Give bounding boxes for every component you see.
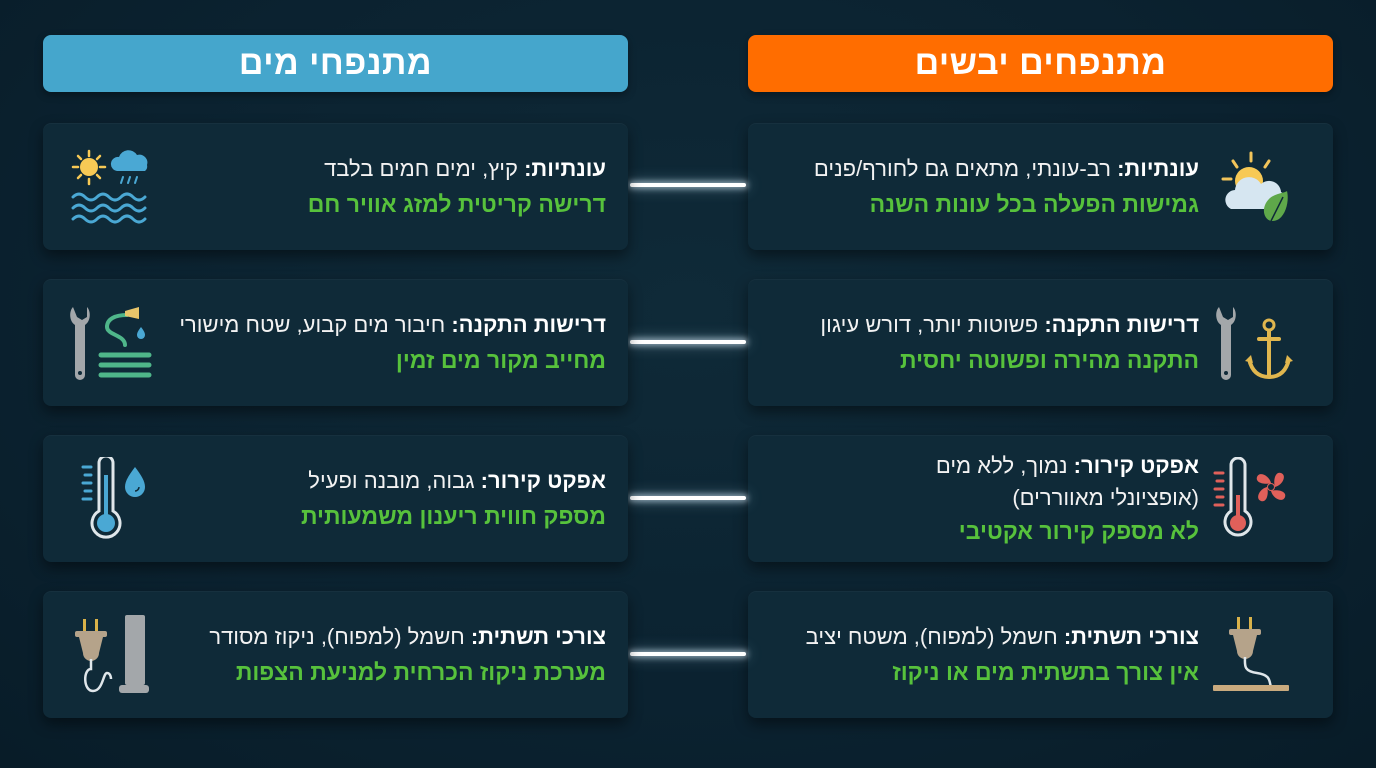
- water-installation-value: חיבור מים קבוע, שטח מישורי: [179, 311, 452, 337]
- dry-cooling-text: אפקט קירור: נמוך, ללא מים (אופציונלי מאו…: [936, 452, 1199, 546]
- dry-inflatables-header: מתנפחים יבשים: [748, 35, 1333, 92]
- water-seasonality-card: עונתיות: קיץ, ימים חמים בלבד דרישה קריטי…: [43, 123, 628, 250]
- plug-drain-icon: [63, 607, 159, 703]
- dry-installation-detail: דרישות התקנה: פשוטות יותר, דורש עיגון: [820, 311, 1199, 339]
- water-cooling-text: אפקט קירור: גבוה, מובנה ופעיל מספק חווית…: [301, 467, 606, 531]
- dry-cooling-label: אפקט קירור:: [1073, 452, 1199, 478]
- water-infrastructure-label: צורכי תשתית:: [470, 623, 606, 649]
- water-cooling-label: אפקט קירור:: [480, 467, 606, 493]
- water-cooling-highlight: מספק חווית ריענון משמעותית: [300, 502, 606, 529]
- dry-infrastructure-label: צורכי תשתית:: [1063, 623, 1199, 649]
- connector-line-installation: [630, 340, 746, 344]
- water-infrastructure-value: חשמל (למפוח), ניקוז מסודר: [209, 623, 471, 649]
- dry-seasonality-card: עונתיות: רב-עונתי, מתאים גם לחורף/פנים ג…: [748, 123, 1333, 250]
- water-seasonality-detail: עונתיות: קיץ, ימים חמים בלבד: [308, 155, 606, 183]
- dry-header-label: מתנפחים יבשים: [914, 44, 1167, 82]
- water-infrastructure-detail: צורכי תשתית: חשמל (למפוח), ניקוז מסודר: [209, 623, 606, 651]
- water-installation-label: דרישות התקנה:: [451, 311, 606, 337]
- water-installation-detail: דרישות התקנה: חיבור מים קבוע, שטח מישורי: [179, 311, 606, 339]
- dry-installation-highlight: התקנה מהירה ופשוטה יחסית: [900, 346, 1199, 373]
- sun-rain-waves-icon: [63, 139, 159, 235]
- sun-cloud-leaf-icon: [1203, 139, 1299, 235]
- dry-infrastructure-value: חשמל (למפוח), משטח יציב: [805, 623, 1064, 649]
- water-infrastructure-text: צורכי תשתית: חשמל (למפוח), ניקוז מסודר מ…: [209, 623, 606, 687]
- connector-line-cooling: [630, 496, 746, 500]
- dry-seasonality-value: רב-עונתי, מתאים גם לחורף/פנים: [813, 155, 1118, 181]
- dry-cooling-detail-note: (אופציונלי מאווררים): [1012, 484, 1199, 510]
- dry-infrastructure-text: צורכי תשתית: חשמל (למפוח), משטח יציב אין…: [806, 623, 1199, 687]
- dry-installation-value: פשוטות יותר, דורש עיגון: [820, 311, 1045, 337]
- water-seasonality-text: עונתיות: קיץ, ימים חמים בלבד דרישה קריטי…: [308, 155, 606, 219]
- water-seasonality-label: עונתיות:: [524, 155, 606, 181]
- dry-seasonality-label: עונתיות:: [1117, 155, 1199, 181]
- wrench-anchor-icon: [1203, 295, 1299, 391]
- water-installation-text: דרישות התקנה: חיבור מים קבוע, שטח מישורי…: [179, 311, 606, 375]
- dry-seasonality-text: עונתיות: רב-עונתי, מתאים גם לחורף/פנים ג…: [814, 155, 1199, 219]
- wrench-hose-icon: [63, 295, 159, 391]
- dry-infrastructure-highlight: אין צורך בתשתית מים או ניקוז: [892, 658, 1199, 685]
- water-infrastructure-card: צורכי תשתית: חשמל (למפוח), ניקוז מסודר מ…: [43, 591, 628, 718]
- dry-seasonality-detail: עונתיות: רב-עונתי, מתאים גם לחורף/פנים: [814, 155, 1199, 183]
- thermometer-droplet-icon: [63, 451, 159, 547]
- dry-cooling-highlight: לא מספק קירור אקטיבי: [958, 517, 1199, 544]
- dry-cooling-card: אפקט קירור: נמוך, ללא מים (אופציונלי מאו…: [748, 435, 1333, 562]
- dry-cooling-detail: אפקט קירור: נמוך, ללא מים: [936, 452, 1199, 480]
- water-inflatables-header: מתנפחי מים: [43, 35, 628, 92]
- dry-seasonality-highlight: גמישות הפעלה בכל עונות השנה: [869, 190, 1199, 217]
- water-seasonality-highlight: דרישה קריטית למזג אוויר חם: [307, 190, 606, 217]
- water-cooling-value: גבוה, מובנה ופעיל: [308, 467, 481, 493]
- dry-installation-card: דרישות התקנה: פשוטות יותר, דורש עיגון הת…: [748, 279, 1333, 406]
- connector-line-infrastructure: [630, 652, 746, 656]
- water-cooling-detail: אפקט קירור: גבוה, מובנה ופעיל: [301, 467, 606, 495]
- dry-infrastructure-detail: צורכי תשתית: חשמל (למפוח), משטח יציב: [806, 623, 1199, 651]
- dry-infrastructure-card: צורכי תשתית: חשמל (למפוח), משטח יציב אין…: [748, 591, 1333, 718]
- dry-cooling-value: נמוך, ללא מים: [935, 452, 1074, 478]
- water-installation-card: דרישות התקנה: חיבור מים קבוע, שטח מישורי…: [43, 279, 628, 406]
- water-infrastructure-highlight: מערכת ניקוז הכרחית למניעת הצפות: [235, 658, 606, 685]
- water-header-label: מתנפחי מים: [238, 44, 433, 82]
- water-cooling-card: אפקט קירור: גבוה, מובנה ופעיל מספק חווית…: [43, 435, 628, 562]
- dry-installation-label: דרישות התקנה:: [1044, 311, 1199, 337]
- water-installation-highlight: מחייב מקור מים זמין: [395, 346, 606, 373]
- dry-installation-text: דרישות התקנה: פשוטות יותר, דורש עיגון הת…: [820, 311, 1199, 375]
- plug-base-icon: [1203, 607, 1299, 703]
- connector-line-seasonality: [630, 183, 746, 187]
- water-seasonality-value: קיץ, ימים חמים בלבד: [324, 155, 525, 181]
- thermometer-fan-icon: [1203, 451, 1299, 547]
